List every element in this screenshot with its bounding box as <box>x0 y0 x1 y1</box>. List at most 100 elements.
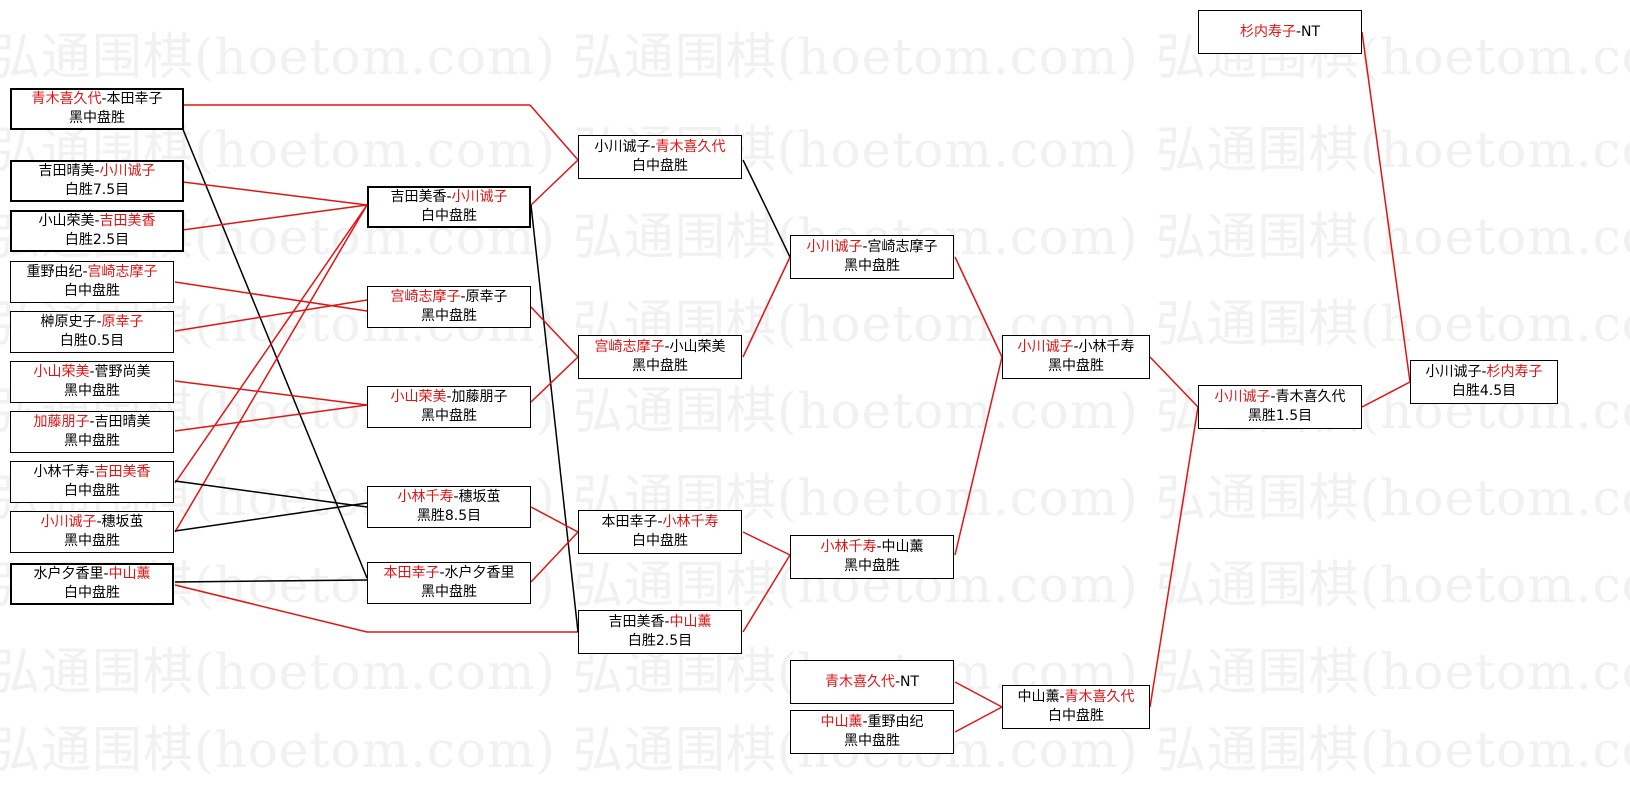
player-black: 小川诚子 <box>1425 364 1482 380</box>
match-result: 白中盘胜 <box>632 158 688 174</box>
connector-line <box>742 256 791 358</box>
match-box-r3a: 小川诚子-青木喜久代白中盘胜 <box>578 135 742 179</box>
player-white: 小林千寿 <box>1078 339 1135 355</box>
player-black: 小林千寿 <box>397 489 454 505</box>
connector-line <box>530 531 579 583</box>
match-result: 黑中盘胜 <box>421 584 477 600</box>
connector-line <box>530 506 579 533</box>
match-players: 本田幸子-水户夕香里 <box>383 564 514 583</box>
connector-line <box>174 204 368 484</box>
separator: - <box>89 414 95 430</box>
connector-line <box>174 204 368 533</box>
player-black: 榊原史子 <box>40 314 97 330</box>
connector-line <box>529 104 579 161</box>
connector-line <box>174 299 368 332</box>
match-players: 吉田美香-小川诚子 <box>390 188 507 207</box>
connector-line <box>742 159 791 258</box>
match-result: 白胜4.5目 <box>1451 383 1517 399</box>
match-box-r5a: 小川诚子-小林千寿黑中盘胜 <box>1002 335 1150 379</box>
match-box-r6a: 小川诚子-青木喜久代黑胜1.5目 <box>1198 385 1362 429</box>
separator: - <box>650 139 656 155</box>
match-box-r4a: 小川诚子-宫崎志摩子黑中盘胜 <box>790 235 954 279</box>
match-box-r1h: 小林千寿-吉田美香白中盘胜 <box>10 461 174 503</box>
match-box-r1g: 加藤朋子-吉田晴美黑中盘胜 <box>10 411 174 453</box>
player-black: 小川诚子 <box>806 239 863 255</box>
match-box-r4b: 小林千寿-中山薰黑中盘胜 <box>790 535 954 579</box>
connector-line <box>174 204 368 232</box>
player-black: 小川诚子 <box>40 514 97 530</box>
player-white: 穗坂茧 <box>101 514 144 530</box>
match-box-r3c: 本田幸子-小林千寿白中盘胜 <box>578 510 742 554</box>
connector-line <box>530 204 579 633</box>
player-black: 吉田晴美 <box>38 163 95 179</box>
match-box-r2e: 本田幸子-水户夕香里黑中盘胜 <box>367 562 531 604</box>
connector-line <box>174 380 368 406</box>
match-players: 中山薰-青木喜久代 <box>1017 688 1134 707</box>
match-result: 黑中盘胜 <box>421 408 477 424</box>
match-box-r3d: 吉田美香-中山薰白胜2.5目 <box>578 610 742 654</box>
separator: - <box>103 566 109 582</box>
separator: - <box>94 163 100 179</box>
connector-line <box>174 180 368 206</box>
match-box-r5b: 中山薰-青木喜久代白中盘胜 <box>1002 685 1150 729</box>
match-box-r2d: 小林千寿-穗坂茧黑胜8.5目 <box>367 486 531 528</box>
match-players: 小山荣美-菅野尚美 <box>33 363 150 382</box>
player-black: 小林千寿 <box>33 464 90 480</box>
match-players: 小川诚子-穗坂茧 <box>40 513 143 532</box>
player-white: NT <box>1301 23 1321 40</box>
player-white: 青木喜久代 <box>1064 689 1135 705</box>
player-black: 小林千寿 <box>820 539 877 555</box>
match-result: 白中盘胜 <box>632 533 688 549</box>
player-black: 杉内寿子 <box>1239 23 1296 40</box>
separator: - <box>446 189 452 205</box>
player-white: 小山荣美 <box>669 339 726 355</box>
match-result: 白中盘胜 <box>64 283 120 299</box>
connector-line <box>1361 381 1411 408</box>
separator: - <box>876 539 882 555</box>
player-white: 穗坂茧 <box>458 489 501 505</box>
match-box-r1f: 小山荣美-菅野尚美黑中盘胜 <box>10 361 174 403</box>
player-black: 宫崎志摩子 <box>594 339 665 355</box>
player-white: NT <box>900 673 920 690</box>
player-black: 本田幸子 <box>601 514 658 530</box>
match-result: 黑中盘胜 <box>844 558 900 574</box>
match-box-r2b: 宫崎志摩子-原幸子黑中盘胜 <box>367 286 531 328</box>
connector-line <box>954 706 1003 733</box>
match-box-r3b: 宫崎志摩子-小山荣美黑中盘胜 <box>578 335 742 379</box>
player-white: 小川诚子 <box>99 163 156 179</box>
player-white: 青木喜久代 <box>1275 389 1346 405</box>
connector-line <box>530 159 579 206</box>
match-box-r1e: 榊原史子-原幸子白胜0.5目 <box>10 311 174 353</box>
player-black: 小川诚子 <box>594 139 651 155</box>
separator: - <box>664 339 670 355</box>
match-result: 黑中盘胜 <box>64 433 120 449</box>
match-result: 白胜2.5目 <box>627 633 693 649</box>
match-players: 小川诚子-宫崎志摩子 <box>806 238 937 257</box>
match-players: 小山荣美-加藤朋子 <box>390 388 507 407</box>
player-black: 小山荣美 <box>390 389 447 405</box>
player-black: 中山薰 <box>820 714 863 730</box>
connector-line <box>530 356 579 403</box>
match-players: 榊原史子-原幸子 <box>40 313 143 332</box>
player-black: 加藤朋子 <box>33 414 90 430</box>
match-players: 青木喜久代-NT <box>825 673 919 692</box>
connector-line <box>174 480 368 508</box>
match-result: 黑中盘胜 <box>64 533 120 549</box>
connector-line <box>530 306 579 358</box>
player-white: 吉田美香 <box>94 464 151 480</box>
player-white: 吉田晴美 <box>94 414 151 430</box>
match-result: 黑中盘胜 <box>844 733 900 749</box>
player-black: 小山荣美 <box>33 364 90 380</box>
match-players: 小林千寿-穗坂茧 <box>397 488 500 507</box>
player-white: 本田幸子 <box>106 91 163 107</box>
player-black: 小山荣美 <box>38 213 95 229</box>
match-box-r6b: 杉内寿子-NT <box>1198 10 1362 54</box>
match-players: 小林千寿-吉田美香 <box>33 463 150 482</box>
separator: - <box>862 239 868 255</box>
match-players: 宫崎志摩子-小山荣美 <box>594 338 725 357</box>
match-box-r1a: 青木喜久代-本田幸子黑中盘胜 <box>10 88 184 130</box>
match-players: 小川诚子-青木喜久代 <box>594 138 725 157</box>
match-result: 白中盘胜 <box>1048 708 1104 724</box>
separator: - <box>862 714 868 730</box>
